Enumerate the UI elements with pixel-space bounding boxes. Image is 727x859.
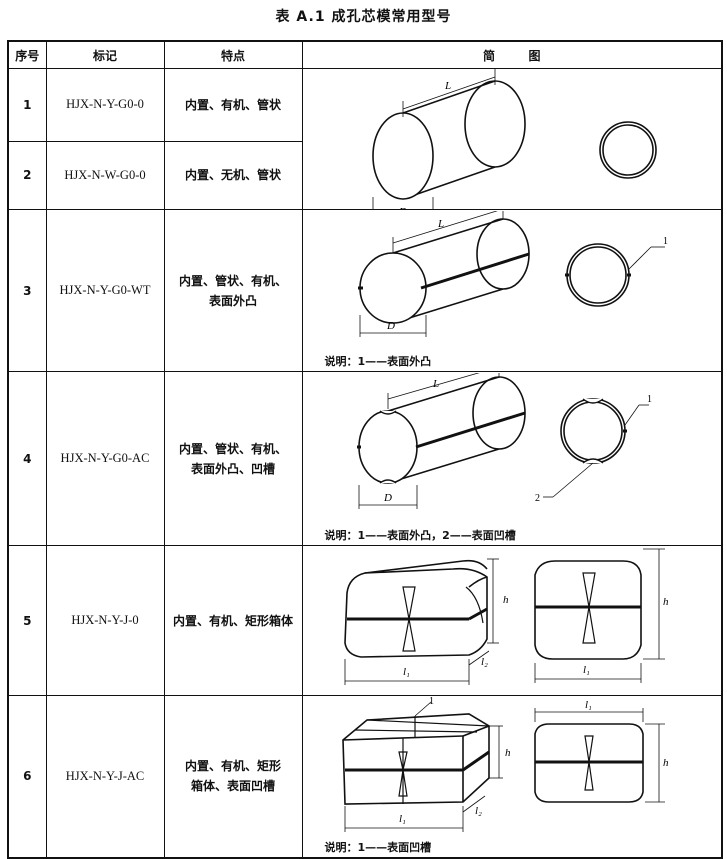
callout-1: 1	[663, 236, 668, 247]
tube-ridge-drawing: L D 1	[357, 210, 668, 337]
row-number: 4	[7, 371, 47, 546]
length-label-l1-front: l₁	[583, 664, 590, 676]
model-table: 序号 标记 特点 简 图 1 HJX-N-Y-G0-0 内置、有机、管状	[7, 40, 723, 859]
feature-line-1: 内置、管状、有机、	[178, 441, 287, 456]
row-mark: HJX-N-W-G0-0	[45, 140, 165, 211]
row-feature: 内置、有机、矩形 箱体、表面凹槽	[163, 695, 303, 858]
length-label-l1: l₁	[403, 666, 410, 678]
row-number: 6	[7, 695, 47, 858]
height-label-h-front: h	[663, 596, 669, 608]
row-mark: HJX-N-Y-J-AC	[45, 695, 165, 858]
box-groove-drawing: 1 l₁ l₂ h l₁ h	[341, 696, 669, 833]
figure-note: 说明：1——表面外凸	[324, 355, 432, 368]
tube-plain-drawing: L D	[371, 69, 657, 209]
row-number: 3	[7, 209, 47, 372]
length-label-L: L	[444, 80, 451, 92]
row-mark: HJX-N-Y-G0-0	[45, 68, 165, 142]
diameter-label-D: D	[398, 206, 407, 209]
height-label-h: h	[505, 747, 511, 759]
diameter-label-D: D	[383, 492, 392, 504]
figure-note: 说明：1——表面外凸，2——表面凹槽	[324, 529, 516, 542]
figure-tube-ridge: L D 1 说明：1——表面外凸	[301, 209, 723, 372]
width-label-l2: l₂	[481, 656, 488, 668]
table-row: 3 HJX-N-Y-G0-WT 内置、管状、有机、 表面外凸	[7, 209, 723, 372]
table-title: 表 A.1 成孔芯模常用型号	[275, 9, 452, 25]
length-label-L: L	[432, 378, 439, 390]
box-plain-drawing: l₁ l₂ h l₁ h	[343, 548, 669, 685]
feature-line-2: 表面外凸、凹槽	[190, 461, 275, 476]
table-row: 1 HJX-N-Y-G0-0 内置、有机、管状 L	[7, 68, 723, 210]
table-row: 5 HJX-N-Y-J-0 内置、有机、矩形箱体	[7, 545, 723, 696]
table-row: 2 HJX-N-W-G0-0 内置、无机、管状	[7, 140, 722, 211]
table-row: 6 HJX-N-Y-J-AC 内置、有机、矩形 箱体、表面凹槽	[7, 695, 723, 858]
feature-line-2: 表面外凸	[208, 293, 257, 308]
length-label-l1-front: l₁	[585, 699, 592, 711]
header-mark: 标记	[45, 40, 165, 69]
diameter-label-D: D	[386, 320, 395, 332]
row-feature: 内置、无机、管状	[163, 140, 303, 211]
row-mark: HJX-N-Y-G0-AC	[45, 371, 165, 546]
header-row: 序号 标记 特点 简 图	[7, 40, 723, 69]
tube-groove-drawing: L D 1 2	[356, 372, 652, 509]
figure-tube-plain: L D	[301, 68, 723, 210]
feature-line-1: 内置、管状、有机、	[178, 273, 287, 288]
feature-line-2: 箱体、表面凹槽	[190, 779, 275, 794]
row-number: 1	[7, 68, 47, 142]
figure-box-groove: 1 l₁ l₂ h l₁ h 说明：1——表面凹槽	[301, 695, 723, 858]
row-feature: 内置、管状、有机、 表面外凸、凹槽	[163, 371, 303, 546]
header-figure: 简 图	[301, 40, 723, 69]
header-feature: 特点	[163, 40, 303, 69]
width-label-l2: l₂	[475, 805, 482, 817]
row-feature: 内置、有机、矩形箱体	[163, 545, 303, 696]
table-row: 4 HJX-N-Y-G0-AC 内置、管状、有机、 表面外凸、凹槽	[7, 371, 723, 546]
callout-1: 1	[647, 394, 652, 405]
feature-line-1: 内置、有机、矩形	[184, 759, 281, 774]
row-feature: 内置、管状、有机、 表面外凸	[163, 209, 303, 372]
figure-box-plain: l₁ l₂ h l₁ h	[301, 545, 723, 696]
length-label-l1: l₁	[399, 813, 406, 825]
header-no: 序号	[7, 40, 47, 69]
row-number: 5	[7, 545, 47, 696]
figure-tube-ridge-groove: L D 1 2 说明：1——表面外凸，2——表面凹槽	[301, 371, 723, 546]
row-number: 2	[7, 140, 47, 211]
row-mark: HJX-N-Y-J-0	[45, 545, 165, 696]
row-mark: HJX-N-Y-G0-WT	[45, 209, 165, 372]
callout-1: 1	[429, 696, 434, 707]
length-label-L: L	[437, 218, 444, 230]
height-label-h: h	[503, 594, 509, 606]
height-label-h-front: h	[663, 757, 669, 769]
row-feature: 内置、有机、管状	[163, 68, 303, 142]
figure-note: 说明：1——表面凹槽	[324, 840, 432, 854]
callout-2: 2	[535, 493, 540, 504]
